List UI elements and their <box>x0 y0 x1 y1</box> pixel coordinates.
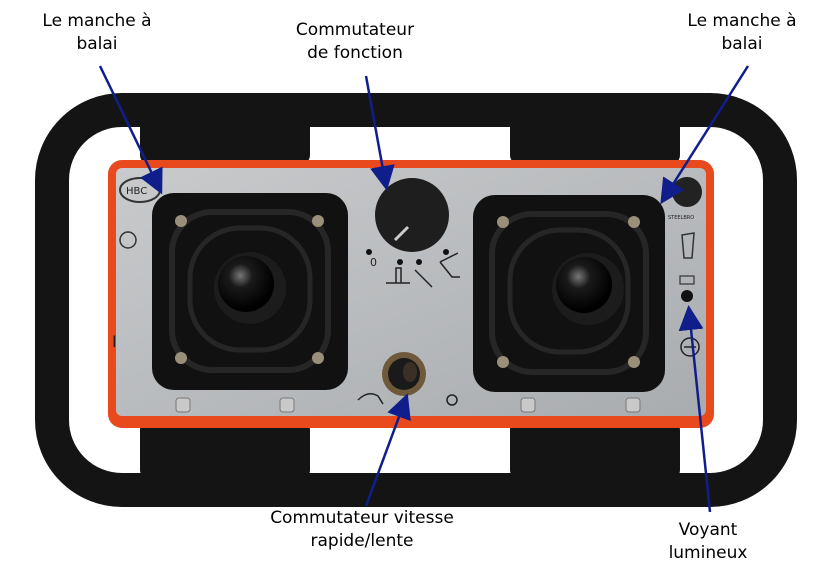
label-left-joystick: Le manche à balai <box>22 10 172 56</box>
snail-slow-icon <box>446 394 458 406</box>
label-line: Voyant <box>678 520 738 540</box>
label-line: rapide/lente <box>310 531 414 551</box>
horn-icon <box>681 232 695 259</box>
arrow-left-joystick <box>98 65 163 195</box>
power-mark: I <box>112 332 117 351</box>
arrow-right-joystick <box>660 65 750 205</box>
carry-handle-frame <box>35 93 797 507</box>
function-dial[interactable]: 0 <box>366 178 460 288</box>
label-line: Commutateur vitesse <box>270 508 454 528</box>
light-bulb-icon <box>119 231 137 249</box>
arrow-speed-switch <box>364 393 411 507</box>
battery-icon <box>679 275 695 285</box>
steelbro-logo <box>672 177 702 207</box>
dial-zero-mark: 0 <box>370 256 377 269</box>
label-line: balai <box>76 34 118 54</box>
ground-symbol-icon <box>680 337 700 357</box>
label-indicator-light: Voyant lumineux <box>648 519 768 565</box>
indicator-light <box>681 290 693 302</box>
arrow-function-switch <box>364 75 395 191</box>
label-speed-switch: Commutateur vitesse rapide/lente <box>252 507 472 553</box>
label-line: balai <box>721 34 763 54</box>
right-joystick[interactable] <box>473 195 665 392</box>
label-line: lumineux <box>668 543 748 563</box>
steelbro-logo-text: STEELBRO <box>668 215 694 221</box>
arrow-indicator-light <box>678 305 712 513</box>
speed-toggle-switch[interactable] <box>382 352 426 396</box>
left-joystick[interactable] <box>152 193 348 390</box>
rabbit-fast-icon <box>357 393 384 405</box>
hbc-logo-text: HBC <box>126 186 147 197</box>
label-right-joystick: Le manche à balai <box>667 10 817 56</box>
label-line: de fonction <box>307 43 403 63</box>
label-line: Commutateur <box>295 20 415 40</box>
label-line: Le manche à <box>42 11 152 31</box>
label-function-switch: Commutateur de fonction <box>270 19 440 65</box>
label-line: Le manche à <box>687 11 797 31</box>
